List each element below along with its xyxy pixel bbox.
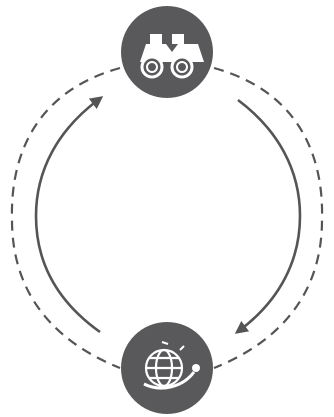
top-node bbox=[121, 6, 213, 98]
arrow-left-upward bbox=[34, 96, 104, 334]
dashed-connector-left bbox=[10, 66, 121, 370]
arrow-right-downward bbox=[234, 98, 302, 334]
bottom-node bbox=[121, 322, 213, 414]
globe-icon bbox=[143, 341, 200, 390]
binoculars-icon bbox=[140, 34, 204, 79]
dashed-connector-right bbox=[213, 66, 324, 370]
